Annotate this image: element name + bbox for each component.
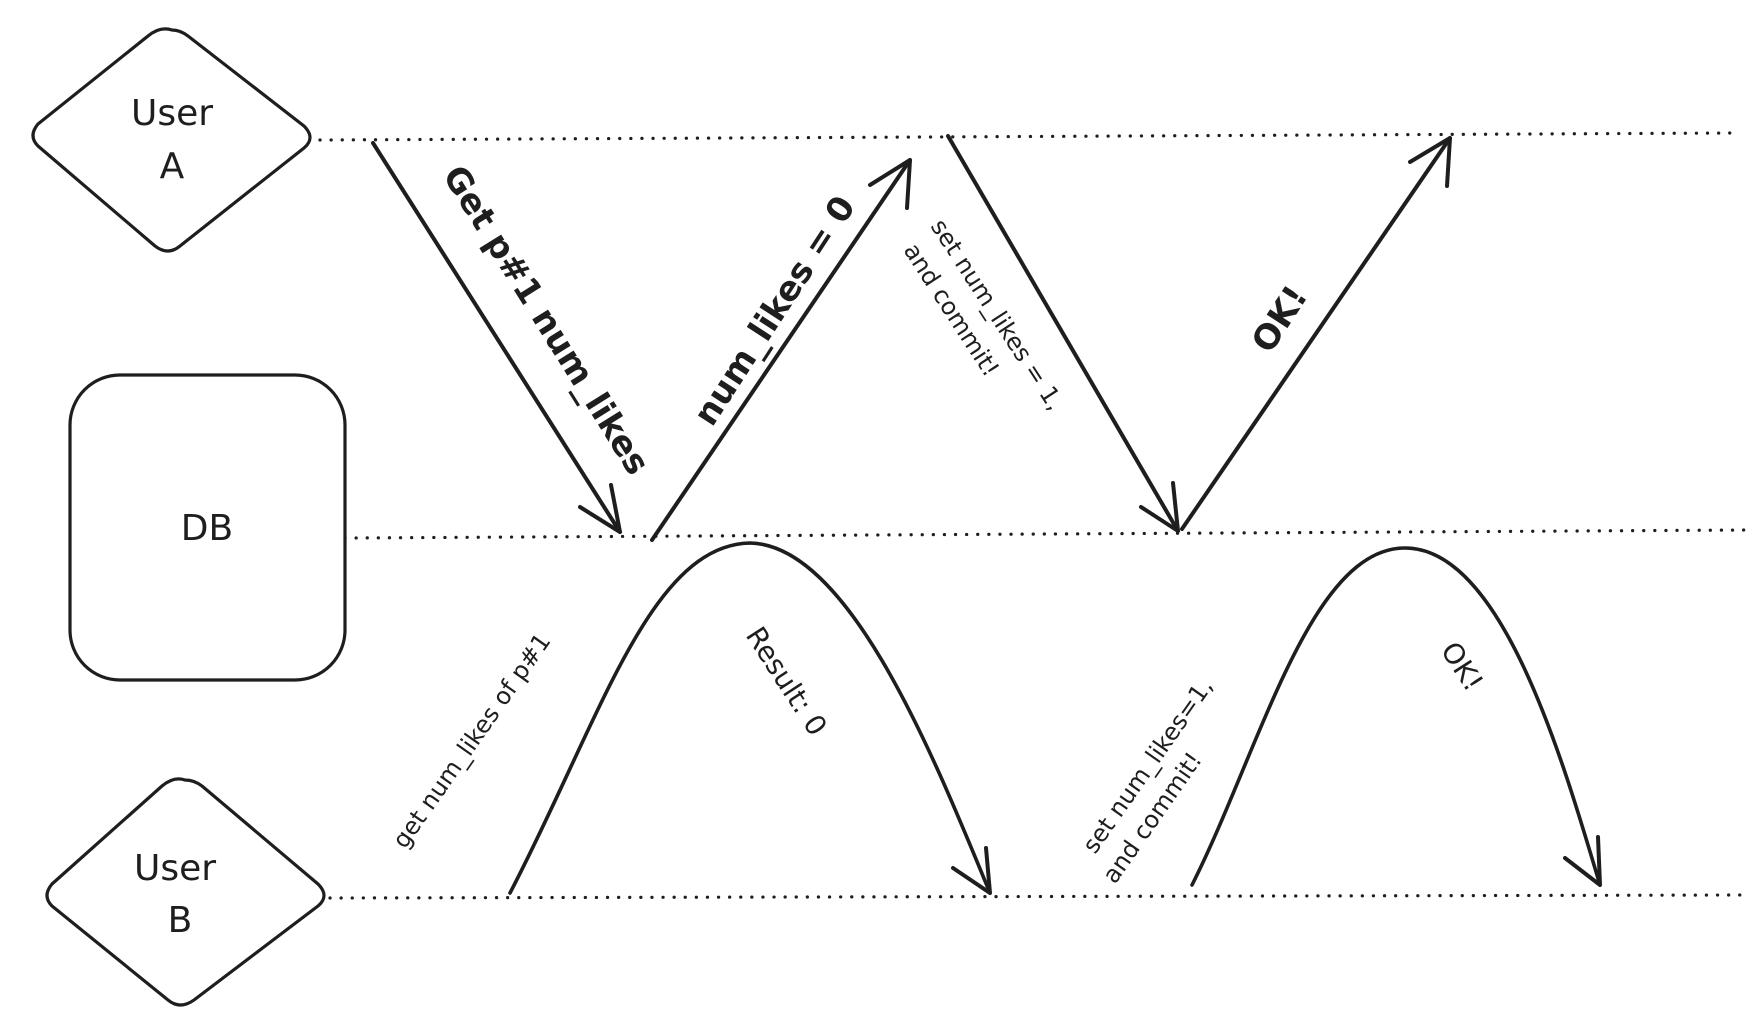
- message-a-result-arrow: [650, 158, 912, 542]
- message-b-get-label: get num_likes of p#1: [387, 628, 556, 853]
- message-b-get: get num_likes of p#1 Result: 0: [387, 541, 992, 895]
- user-a-label-line2: A: [160, 146, 185, 187]
- user-b-label-line1: User: [134, 848, 216, 889]
- message-b-ok-label: OK!: [1434, 636, 1490, 697]
- user-a-label-line1: User: [131, 93, 213, 134]
- arrowhead-icon: [1408, 136, 1452, 188]
- db-box-shape: [68, 373, 347, 682]
- message-a-ok-arrow: [1180, 136, 1452, 531]
- arrowhead-icon: [1563, 835, 1602, 887]
- message-a-ok: OK!: [1180, 136, 1452, 531]
- message-a-result: num_likes = 0: [650, 158, 912, 542]
- user-b-lifeline: [328, 893, 1747, 900]
- user-b-node[interactable]: User B: [45, 777, 326, 1007]
- db-label: DB: [181, 508, 233, 549]
- user-b-label-line2: B: [168, 900, 193, 941]
- arrowhead-icon: [868, 158, 912, 210]
- user-a-lifeline: [318, 131, 1732, 142]
- message-b-set-curve: [1190, 546, 1602, 887]
- message-b-set: set num_likes=1, and commit! OK!: [1077, 546, 1602, 888]
- message-a-set-arrow: [946, 134, 1180, 533]
- arrowhead-icon: [578, 483, 622, 534]
- message-a-get: Get p#1 num_likes: [371, 141, 657, 534]
- db-node[interactable]: DB: [68, 373, 347, 682]
- message-a-get-arrow: [371, 141, 622, 534]
- user-a-diamond-shape: [31, 27, 312, 253]
- message-a-get-label: Get p#1 num_likes: [434, 159, 657, 483]
- message-a-result-label: num_likes = 0: [686, 189, 864, 433]
- message-b-result-label: Result: 0: [739, 621, 833, 742]
- user-b-diamond-shape: [45, 777, 326, 1007]
- user-a-node[interactable]: User A: [31, 27, 312, 253]
- message-b-get-curve: [508, 541, 992, 895]
- message-a-set: set num_likes = 1, and commit!: [898, 134, 1180, 533]
- arrowhead-icon: [951, 846, 992, 895]
- arrowhead-icon: [1139, 481, 1180, 533]
- db-lifeline: [343, 528, 1750, 540]
